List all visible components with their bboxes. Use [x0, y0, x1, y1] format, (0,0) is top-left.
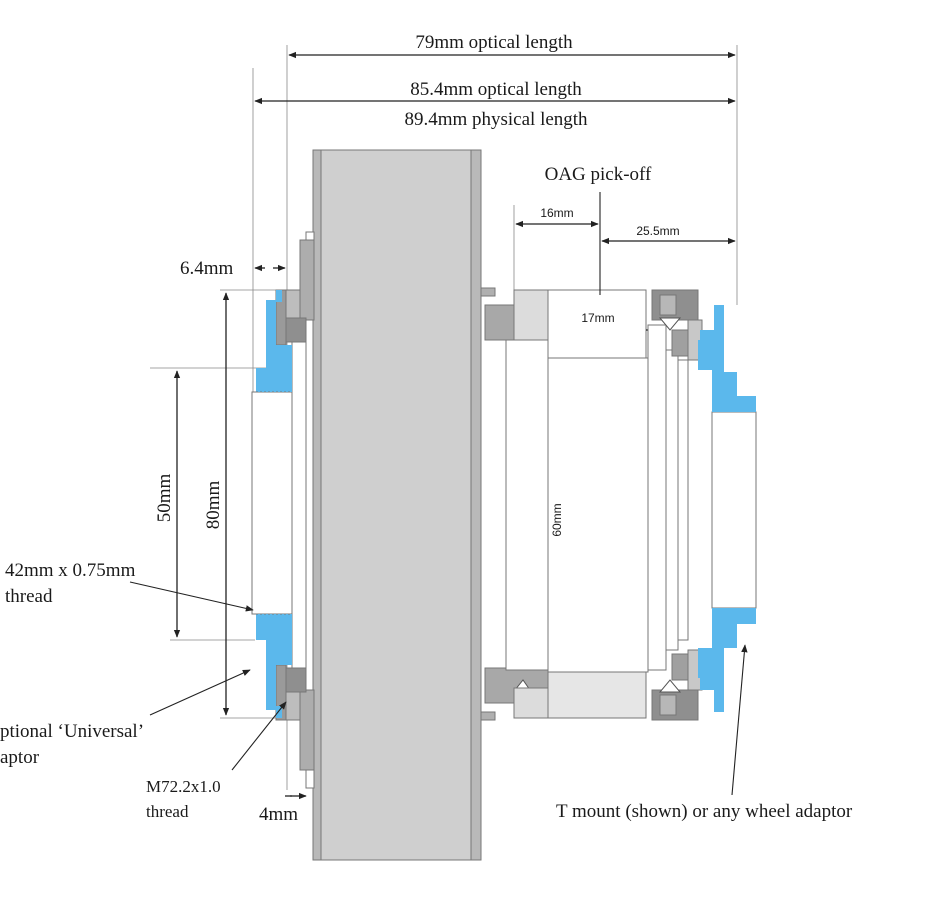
- label-854mm-optical: 85.4mm optical length: [410, 79, 582, 100]
- label-tmount: T mount (shown) or any wheel adaptor: [556, 801, 853, 822]
- label-16mm: 16mm: [540, 206, 573, 220]
- label-80mm: 80mm: [203, 481, 224, 530]
- label-79mm-optical: 79mm optical length: [415, 32, 573, 53]
- label-50mm: 50mm: [154, 474, 175, 523]
- label-m72-line2: thread: [146, 802, 189, 821]
- label-universal-line2: aptor: [0, 747, 40, 768]
- label-42mm-thread-line1: 42mm x 0.75mm: [5, 560, 136, 581]
- left-adaptor: [251, 239, 315, 771]
- label-4mm: 4mm: [259, 804, 298, 825]
- label-m72-line1: M72.2x1.0: [146, 777, 221, 796]
- camera-body: [305, 149, 482, 861]
- oag-body: [480, 287, 703, 721]
- labels: 79mm optical length 85.4mm optical lengt…: [0, 32, 853, 825]
- leader-lines: [129, 192, 748, 796]
- label-64mm: 6.4mm: [180, 258, 234, 279]
- label-60mm: 60mm: [550, 503, 564, 536]
- label-17mm: 17mm: [581, 311, 614, 325]
- label-894mm-physical: 89.4mm physical length: [404, 109, 588, 130]
- label-255mm: 25.5mm: [636, 224, 679, 238]
- label-universal-line1: ptional ‘Universal’: [0, 721, 144, 742]
- t-mount-adaptor: [698, 305, 757, 712]
- label-42mm-thread-line2: thread: [5, 586, 53, 607]
- label-oag-pickoff: OAG pick-off: [545, 164, 652, 185]
